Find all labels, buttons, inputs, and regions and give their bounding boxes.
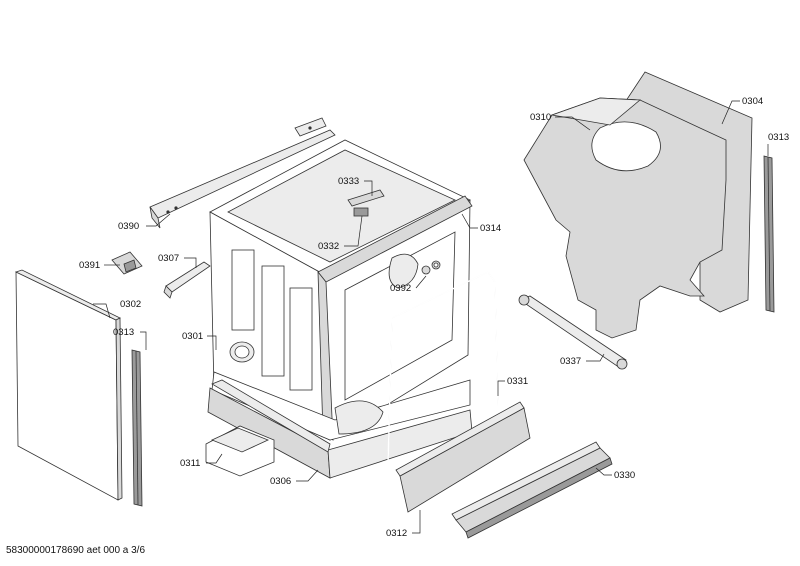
frame-rods-drawing xyxy=(387,271,499,466)
label-0390: 0390 xyxy=(118,221,139,232)
kick-plate-drawing xyxy=(395,401,531,513)
label-0312: 0312 xyxy=(386,528,407,539)
tub-body-drawing xyxy=(207,139,473,479)
label-0330: 0330 xyxy=(614,470,635,481)
label-0331: 0331 xyxy=(507,376,528,387)
fasteners-drawing xyxy=(421,260,441,275)
spindle-rod-drawing xyxy=(518,294,628,370)
label-0311: 0311 xyxy=(180,458,200,469)
label-0391: 0391 xyxy=(79,260,100,271)
door-seal-left-drawing xyxy=(131,349,143,507)
small-bracket-drawing xyxy=(111,251,143,275)
label-0337: 0337 xyxy=(560,356,581,367)
label-0313-right: 0313 xyxy=(768,132,789,143)
label-0392: 0392 xyxy=(390,283,411,294)
label-0302: 0302 xyxy=(120,299,141,310)
label-0310: 0310 xyxy=(530,112,551,123)
label-0332: 0332 xyxy=(318,241,339,252)
base-section-drawing xyxy=(205,425,275,477)
insulation-cover-drawing xyxy=(523,71,753,339)
document-reference: 58300000178690 aet 000 a 3/6 xyxy=(6,545,146,556)
label-0304: 0304 xyxy=(742,96,763,107)
side-strip-drawing xyxy=(163,261,211,299)
label-0333: 0333 xyxy=(338,176,359,187)
door-seal-right-drawing xyxy=(763,155,775,313)
top-rail-drawing xyxy=(149,117,336,229)
label-0301: 0301 xyxy=(182,331,203,342)
plinth-rail-drawing xyxy=(451,441,613,539)
leader-lines xyxy=(93,100,769,534)
door-panel-drawing xyxy=(14,269,123,501)
label-0314: 0314 xyxy=(480,223,501,234)
label-0307: 0307 xyxy=(158,253,179,264)
label-0313-left: 0313 xyxy=(113,327,134,338)
part-labels: 0304 0310 0313 0390 0333 0332 0314 0391 … xyxy=(79,96,789,539)
top-latch-drawing xyxy=(347,189,385,217)
label-0306: 0306 xyxy=(270,476,291,487)
